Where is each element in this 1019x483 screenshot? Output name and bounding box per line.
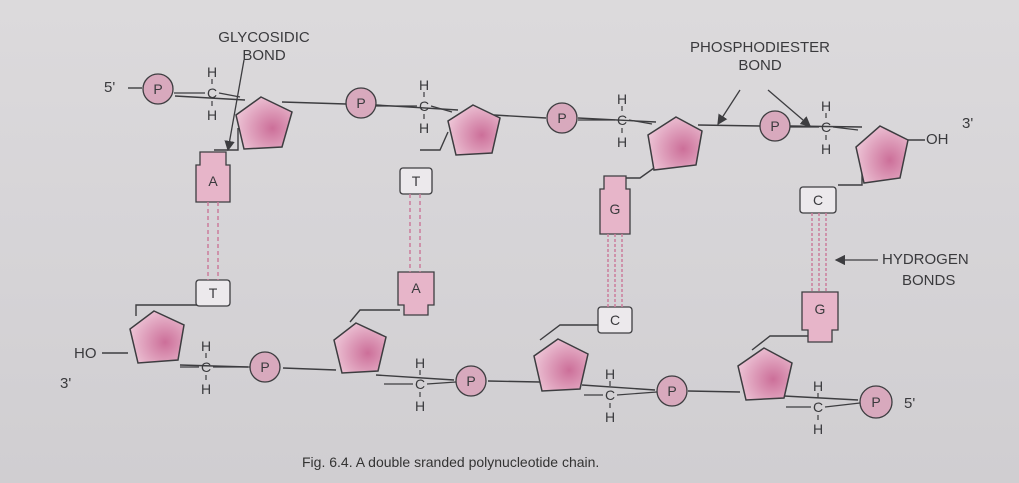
atom-h: H <box>605 409 615 425</box>
top-strand-3prime: 3' <box>962 115 974 132</box>
phosphate-circle <box>656 375 688 407</box>
sugar-ring <box>129 310 185 364</box>
base-letter: C <box>813 192 823 208</box>
figure-caption: Fig. 6.4. A double sranded polynucleotid… <box>302 454 600 470</box>
phosphate-circle <box>345 87 377 119</box>
atom-c: C <box>207 85 217 101</box>
atom-h: H <box>813 378 823 394</box>
phosphate-letter: P <box>260 359 269 375</box>
atom-c: C <box>617 112 627 128</box>
phosphate-letter: P <box>770 118 779 134</box>
sugar-ring <box>533 338 589 392</box>
base-letter: G <box>815 301 826 317</box>
ho-group: HO <box>74 345 97 362</box>
base-bottom-t <box>195 279 231 307</box>
ch2-bonds <box>205 79 827 420</box>
base-top-c <box>799 186 837 214</box>
phosphate-letter: P <box>466 373 475 389</box>
base-letter: T <box>209 285 218 301</box>
bottom-strand-5prime: 5' <box>904 395 916 412</box>
atom-h: H <box>821 98 831 114</box>
top-strand-backbone <box>128 87 925 186</box>
ch2-atoms: H C H H C H H C H H C H H C H H C H H C … <box>201 64 831 437</box>
oh-group: OH <box>926 131 949 148</box>
base-letter: C <box>610 312 620 328</box>
atom-c: C <box>415 376 425 392</box>
sugar-ring <box>235 96 293 150</box>
phosphodiester-label-line2: BOND <box>738 57 782 74</box>
annotation-arrows <box>224 59 878 266</box>
atom-h: H <box>617 134 627 150</box>
atom-h: H <box>415 355 425 371</box>
phosphate-letter: P <box>557 110 566 126</box>
sugar-ring <box>447 104 501 156</box>
base-top-g <box>599 175 631 235</box>
base-letter: A <box>208 173 218 189</box>
atom-h: H <box>605 366 615 382</box>
atom-h: H <box>415 398 425 414</box>
sugar-ring <box>333 322 387 374</box>
hydrogen-label-line1: HYDROGEN <box>882 251 969 268</box>
glycosidic-label-line2: BOND <box>242 47 286 64</box>
bottom-strand-3prime: 3' <box>60 375 72 392</box>
base-letter: G <box>610 201 621 217</box>
atom-h: H <box>821 141 831 157</box>
phosphate-circles <box>142 73 893 419</box>
atom-c: C <box>419 98 429 114</box>
hydrogen-label-line2: BONDS <box>902 272 956 289</box>
atom-h: H <box>813 421 823 437</box>
base-letters: A T T A G C C G <box>208 173 825 328</box>
phosphate-letter: P <box>667 383 676 399</box>
base-top-t <box>399 167 433 195</box>
sugar-ring <box>855 125 909 184</box>
phosphate-circle <box>859 385 893 419</box>
phosphate-circle <box>455 365 487 397</box>
atom-h: H <box>207 107 217 123</box>
base-pair-columns <box>195 151 839 343</box>
atom-h: H <box>201 338 211 354</box>
phosphate-circle <box>546 102 578 134</box>
sugar-ring <box>737 347 793 401</box>
phosphate-letter: P <box>871 394 880 410</box>
atom-h: H <box>419 77 429 93</box>
atom-c: C <box>201 359 211 375</box>
base-letter: T <box>412 173 421 189</box>
glycosidic-label-line1: GLYCOSIDIC <box>218 29 310 46</box>
phosphate-circle <box>142 73 174 105</box>
base-letter: A <box>411 280 421 296</box>
bottom-strand-backbone <box>102 304 859 401</box>
phosphate-letters: P P P P P P P P <box>153 81 880 410</box>
phosphodiester-label-line1: PHOSPHODIESTER <box>689 39 831 56</box>
base-bottom-a <box>397 271 435 316</box>
phosphate-circle <box>759 110 791 142</box>
base-bottom-g <box>801 291 839 343</box>
atom-h: H <box>207 64 217 80</box>
phosphate-letter: P <box>356 95 365 111</box>
atom-h: H <box>617 91 627 107</box>
atom-c: C <box>813 399 823 415</box>
phosphate-letter: P <box>153 81 162 97</box>
atom-h: H <box>419 120 429 136</box>
top-strand-5prime: 5' <box>104 79 116 96</box>
atom-h: H <box>201 381 211 397</box>
base-top-a <box>195 151 231 203</box>
atom-c: C <box>821 119 831 135</box>
ch2-side-bonds <box>174 92 861 408</box>
sugar-rings <box>129 96 909 401</box>
sugar-ring <box>647 116 703 171</box>
atom-c: C <box>605 387 615 403</box>
